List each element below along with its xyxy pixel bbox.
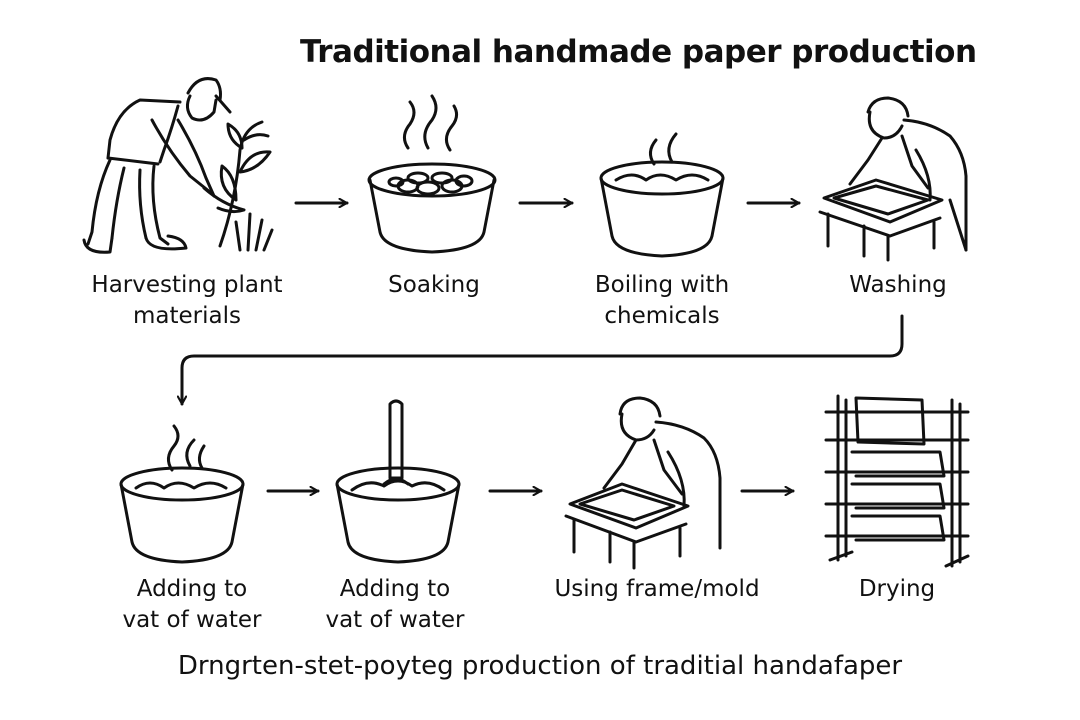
step-label-washing: Washing — [849, 272, 947, 298]
step-label-frame-mold: Using frame/mold — [554, 576, 760, 602]
step-label-soaking: Soaking — [388, 272, 480, 298]
washing-worker-icon — [818, 96, 968, 262]
soaking-pot-icon — [367, 94, 497, 254]
step-label-boiling: Boiling with chemicals — [594, 272, 730, 329]
drying-rack-icon — [824, 394, 970, 568]
diagram-title: Traditional handmade paper production — [300, 34, 977, 70]
harvesting-worker-icon — [82, 77, 274, 254]
step-label-adding-vat-1: Adding to vat of water — [122, 576, 262, 633]
step-label-adding-vat-2: Adding to vat of water — [325, 576, 465, 633]
step-label-drying: Drying — [858, 576, 936, 602]
boiling-pot-icon — [599, 132, 725, 258]
step-label-harvesting: Harvesting plant materials — [91, 272, 283, 329]
stirring-vat-icon — [335, 399, 461, 564]
connector-arrow — [182, 314, 904, 406]
frame-mold-worker-icon — [564, 396, 722, 570]
steaming-vat-icon — [119, 424, 245, 564]
diagram-caption: Drngrten-stet-poyteg production of tradi… — [177, 651, 903, 681]
